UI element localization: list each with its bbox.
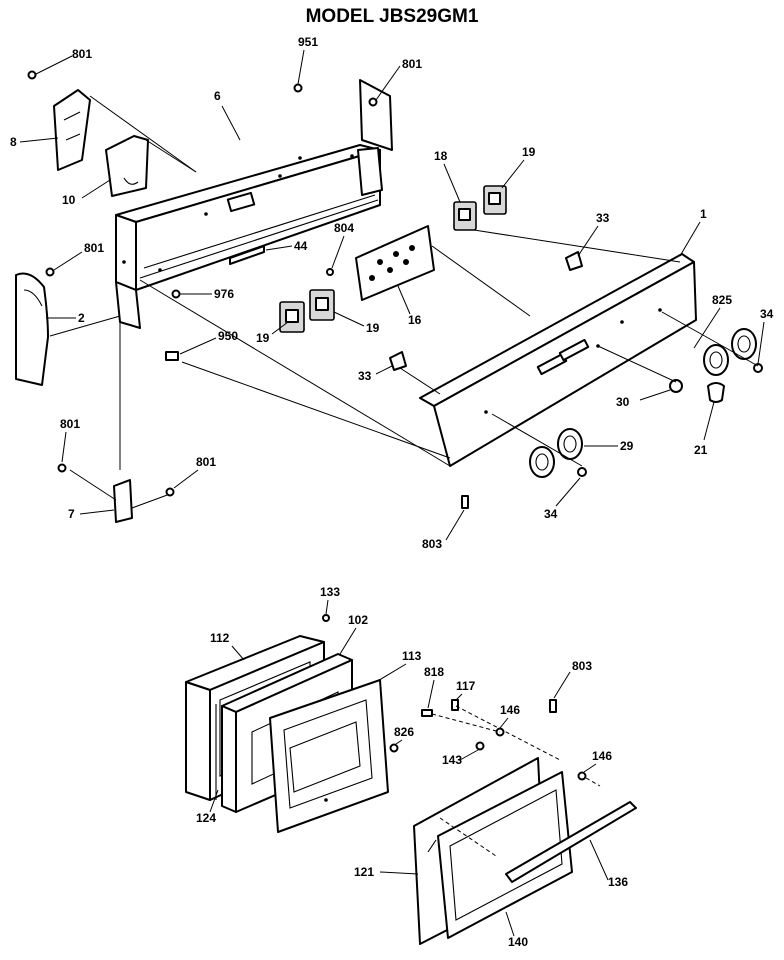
label-146-b: 146: [592, 749, 612, 763]
screw-826: [389, 743, 399, 753]
part-2-side-trim: [15, 272, 49, 386]
label-102: 102: [348, 613, 368, 627]
spacer-146-b: [577, 771, 587, 781]
screw-804: [326, 268, 334, 276]
label-19-a: 19: [522, 145, 536, 159]
label-33-b: 33: [358, 369, 372, 383]
knob-825-b: [731, 328, 757, 360]
label-804: 804: [334, 221, 354, 235]
screw-133: [322, 614, 330, 622]
clip-117: [451, 699, 459, 711]
label-818: 818: [424, 665, 444, 679]
screw-803-a: [461, 495, 469, 509]
cap-34-a: [753, 363, 763, 373]
label-19-b: 19: [366, 321, 380, 335]
screw-801-c: [45, 267, 55, 277]
label-143: 143: [442, 753, 462, 767]
screw-818: [421, 709, 433, 717]
knob-30: [669, 379, 683, 393]
clip-950: [165, 351, 179, 361]
label-8: 8: [10, 135, 17, 149]
part-7-bracket: [113, 479, 133, 523]
screw-801-d: [57, 463, 67, 473]
part-1-control-panel: [419, 253, 697, 467]
part-44-handle: [229, 245, 265, 265]
spacer-143: [475, 741, 485, 751]
label-29: 29: [620, 439, 634, 453]
label-976: 976: [214, 287, 234, 301]
part-18-switch: [453, 201, 477, 231]
label-133: 133: [320, 585, 340, 599]
clip-33-b: [389, 351, 407, 371]
label-34-b: 34: [544, 507, 558, 521]
label-801-b: 801: [402, 57, 422, 71]
knob-29-a: [529, 446, 555, 478]
part-19-switch-b: [309, 289, 335, 321]
label-21: 21: [694, 443, 708, 457]
part-19-switch-a: [483, 185, 507, 215]
label-826: 826: [394, 725, 414, 739]
label-801-c: 801: [84, 241, 104, 255]
label-19-c: 19: [256, 331, 270, 345]
screw-803-b: [549, 699, 557, 713]
cap-34-b: [577, 467, 587, 477]
label-117: 117: [456, 679, 476, 693]
label-801-e: 801: [196, 455, 216, 469]
screw-976: [171, 289, 181, 299]
screw-801-e: [165, 487, 175, 497]
part-6-backguard: [115, 79, 393, 470]
label-2: 2: [78, 311, 85, 325]
knob-825-a: [703, 344, 729, 376]
label-124: 124: [196, 811, 216, 825]
label-803-a: 803: [422, 537, 442, 551]
label-136: 136: [608, 875, 628, 889]
part-19-switch-c: [279, 301, 305, 333]
label-951: 951: [298, 35, 318, 49]
label-801-a: 801: [72, 47, 92, 61]
label-18: 18: [434, 149, 448, 163]
label-140: 140: [508, 935, 528, 949]
label-33-a: 33: [596, 211, 610, 225]
knob-21: [707, 382, 725, 403]
part-16-circuit-board: [355, 225, 435, 301]
label-16: 16: [408, 313, 422, 327]
label-803-b: 803: [572, 659, 592, 673]
part-136-handle: [505, 801, 637, 883]
screw-801-a: [27, 70, 37, 80]
label-34-a: 34: [760, 307, 774, 321]
label-801-d: 801: [60, 417, 80, 431]
part-113-door-frame: [269, 679, 389, 833]
part-140-door-frame: [437, 771, 573, 939]
clip-33-a: [565, 251, 583, 271]
diagram-title: MODEL JBS29GM1: [306, 6, 479, 27]
label-146-a: 146: [500, 703, 520, 717]
label-113: 113: [402, 649, 422, 663]
screw-951: [293, 83, 303, 93]
part-10-bracket: [105, 135, 149, 197]
label-825: 825: [712, 293, 732, 307]
label-6: 6: [214, 89, 221, 103]
label-112: 112: [210, 631, 230, 645]
callouts: 801 951 801 6 8 10 801 976 2 950 44 804 …: [10, 35, 774, 949]
screw-801-b: [368, 97, 378, 107]
label-121: 121: [354, 865, 374, 879]
label-30: 30: [616, 395, 630, 409]
label-10: 10: [62, 193, 76, 207]
label-950: 950: [218, 329, 238, 343]
label-7: 7: [68, 507, 75, 521]
label-44: 44: [294, 239, 308, 253]
label-1: 1: [700, 207, 707, 221]
part-8-bracket: [53, 89, 91, 171]
